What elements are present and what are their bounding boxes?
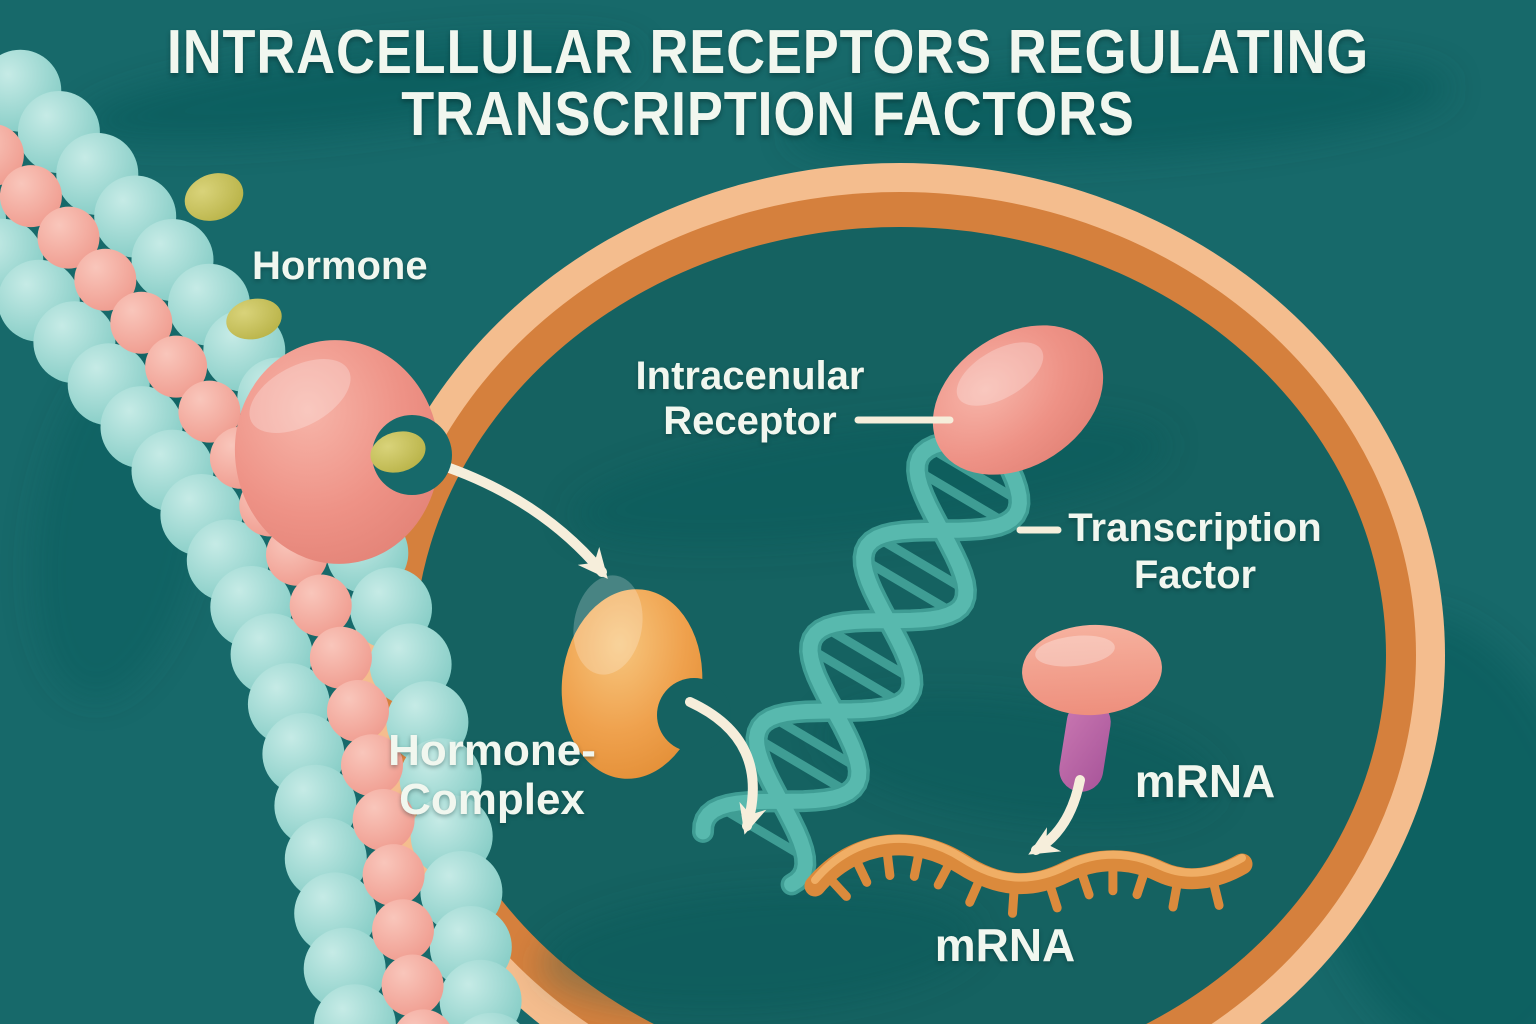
- hormone-molecules: [184, 173, 282, 340]
- hormone-label: Hormone: [252, 244, 428, 288]
- polymerase-stem: [1059, 700, 1111, 792]
- intracellular-receptor-label: Intracenular Receptor: [600, 354, 900, 444]
- hormone-molecule-icon: [184, 173, 244, 221]
- intracellular-receptor-icon: [932, 325, 1104, 475]
- arrow-complex-to-dna: [685, 697, 767, 835]
- hormone-molecule-icon: [226, 298, 282, 340]
- title-line-2: TRANSCRIPTION FACTORS: [401, 80, 1135, 149]
- transcription-factor-label: Transcription Factor: [1045, 505, 1345, 599]
- flow-arrows: [433, 416, 1085, 855]
- transcription-factor-label-line2: Factor: [1133, 553, 1257, 597]
- page-title: INTRACELLULAR RECEPTORS REGULATING TRANS…: [0, 22, 1536, 146]
- arrow-hormone-entry: [433, 459, 608, 579]
- hormone-receptor-icon: [234, 340, 452, 564]
- transcription-factor-label-line1: Transcription: [1068, 506, 1322, 550]
- hormone-complex-label-line1: Hormone-: [388, 726, 596, 775]
- title-line-1: INTRACELLULAR RECEPTORS REGULATING: [166, 18, 1370, 87]
- mrna-label-lower: mRNA: [934, 919, 1076, 971]
- hormone-complex-label: Hormone- Complex: [362, 726, 622, 824]
- arrow-to-mrna: [1028, 775, 1085, 855]
- hormone-complex-icon: [561, 575, 731, 779]
- polymerase-cap: [1022, 624, 1162, 716]
- polymerase-icon: [1022, 624, 1162, 792]
- mrna-label-upper: mRNA: [1134, 755, 1276, 807]
- intracellular-receptor-label-line2: Receptor: [663, 399, 837, 443]
- hormone-molecule-icon: [370, 431, 426, 473]
- hormone-complex-label-line2: Complex: [399, 775, 585, 824]
- mrna-strand-icon: [804, 834, 1253, 918]
- intracellular-receptor-label-line1: Intracenular: [635, 354, 865, 398]
